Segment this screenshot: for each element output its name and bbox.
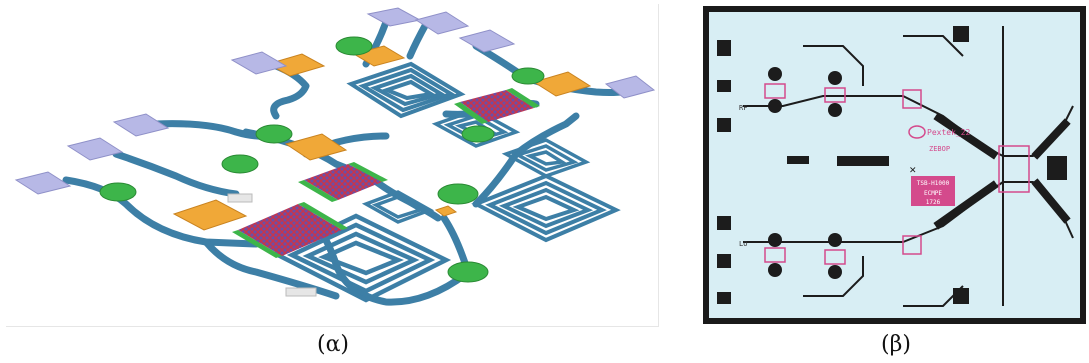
transistor-array-bottom (232, 202, 348, 258)
spiral-inductor-right-large (471, 173, 621, 243)
render-3d-panel (6, 4, 659, 327)
stamp-line-3: 1726 (926, 199, 941, 206)
stamp-line-1: TSB-H1000 (917, 180, 950, 187)
chip-part-text: ZEBOP (929, 145, 950, 153)
air-bridges (227, 193, 317, 297)
chip-thick-lines (933, 112, 1071, 230)
chip-logo-icon (908, 125, 926, 139)
lo-port-label: LO (739, 240, 747, 248)
chip-brand-text: Pextek_22 (927, 128, 971, 137)
spiral-inductor-center-small (361, 190, 435, 224)
chip-vias (768, 67, 842, 279)
spiral-inductor-right-small (501, 138, 591, 178)
caption-alpha: (α) (316, 332, 350, 357)
chip-photo-drawing: TSB-H1000 ECMPE 1726 Pextek_22 ZEBOP RF … (703, 6, 1086, 324)
spiral-inductor-top (346, 61, 466, 119)
chip-pink-parts (764, 83, 1030, 265)
lavender-pads (14, 7, 656, 195)
transistor-array-top (454, 88, 540, 124)
stamp-line-2: ECMPE (924, 190, 942, 197)
chip-id-stamp (911, 176, 955, 206)
render-3d-drawing (14, 7, 656, 306)
chip-photo-panel: TSB-H1000 ECMPE 1726 Pextek_22 ZEBOP RF … (703, 6, 1086, 324)
caption-beta: (β) (881, 332, 911, 357)
green-pads (99, 36, 545, 283)
transistor-array-mid (298, 162, 388, 202)
chip-cross-mark: ✕ (909, 166, 917, 176)
chip-substrate (709, 12, 1080, 318)
rf-port-label: RF (739, 104, 747, 112)
chip-pads (717, 26, 1067, 304)
